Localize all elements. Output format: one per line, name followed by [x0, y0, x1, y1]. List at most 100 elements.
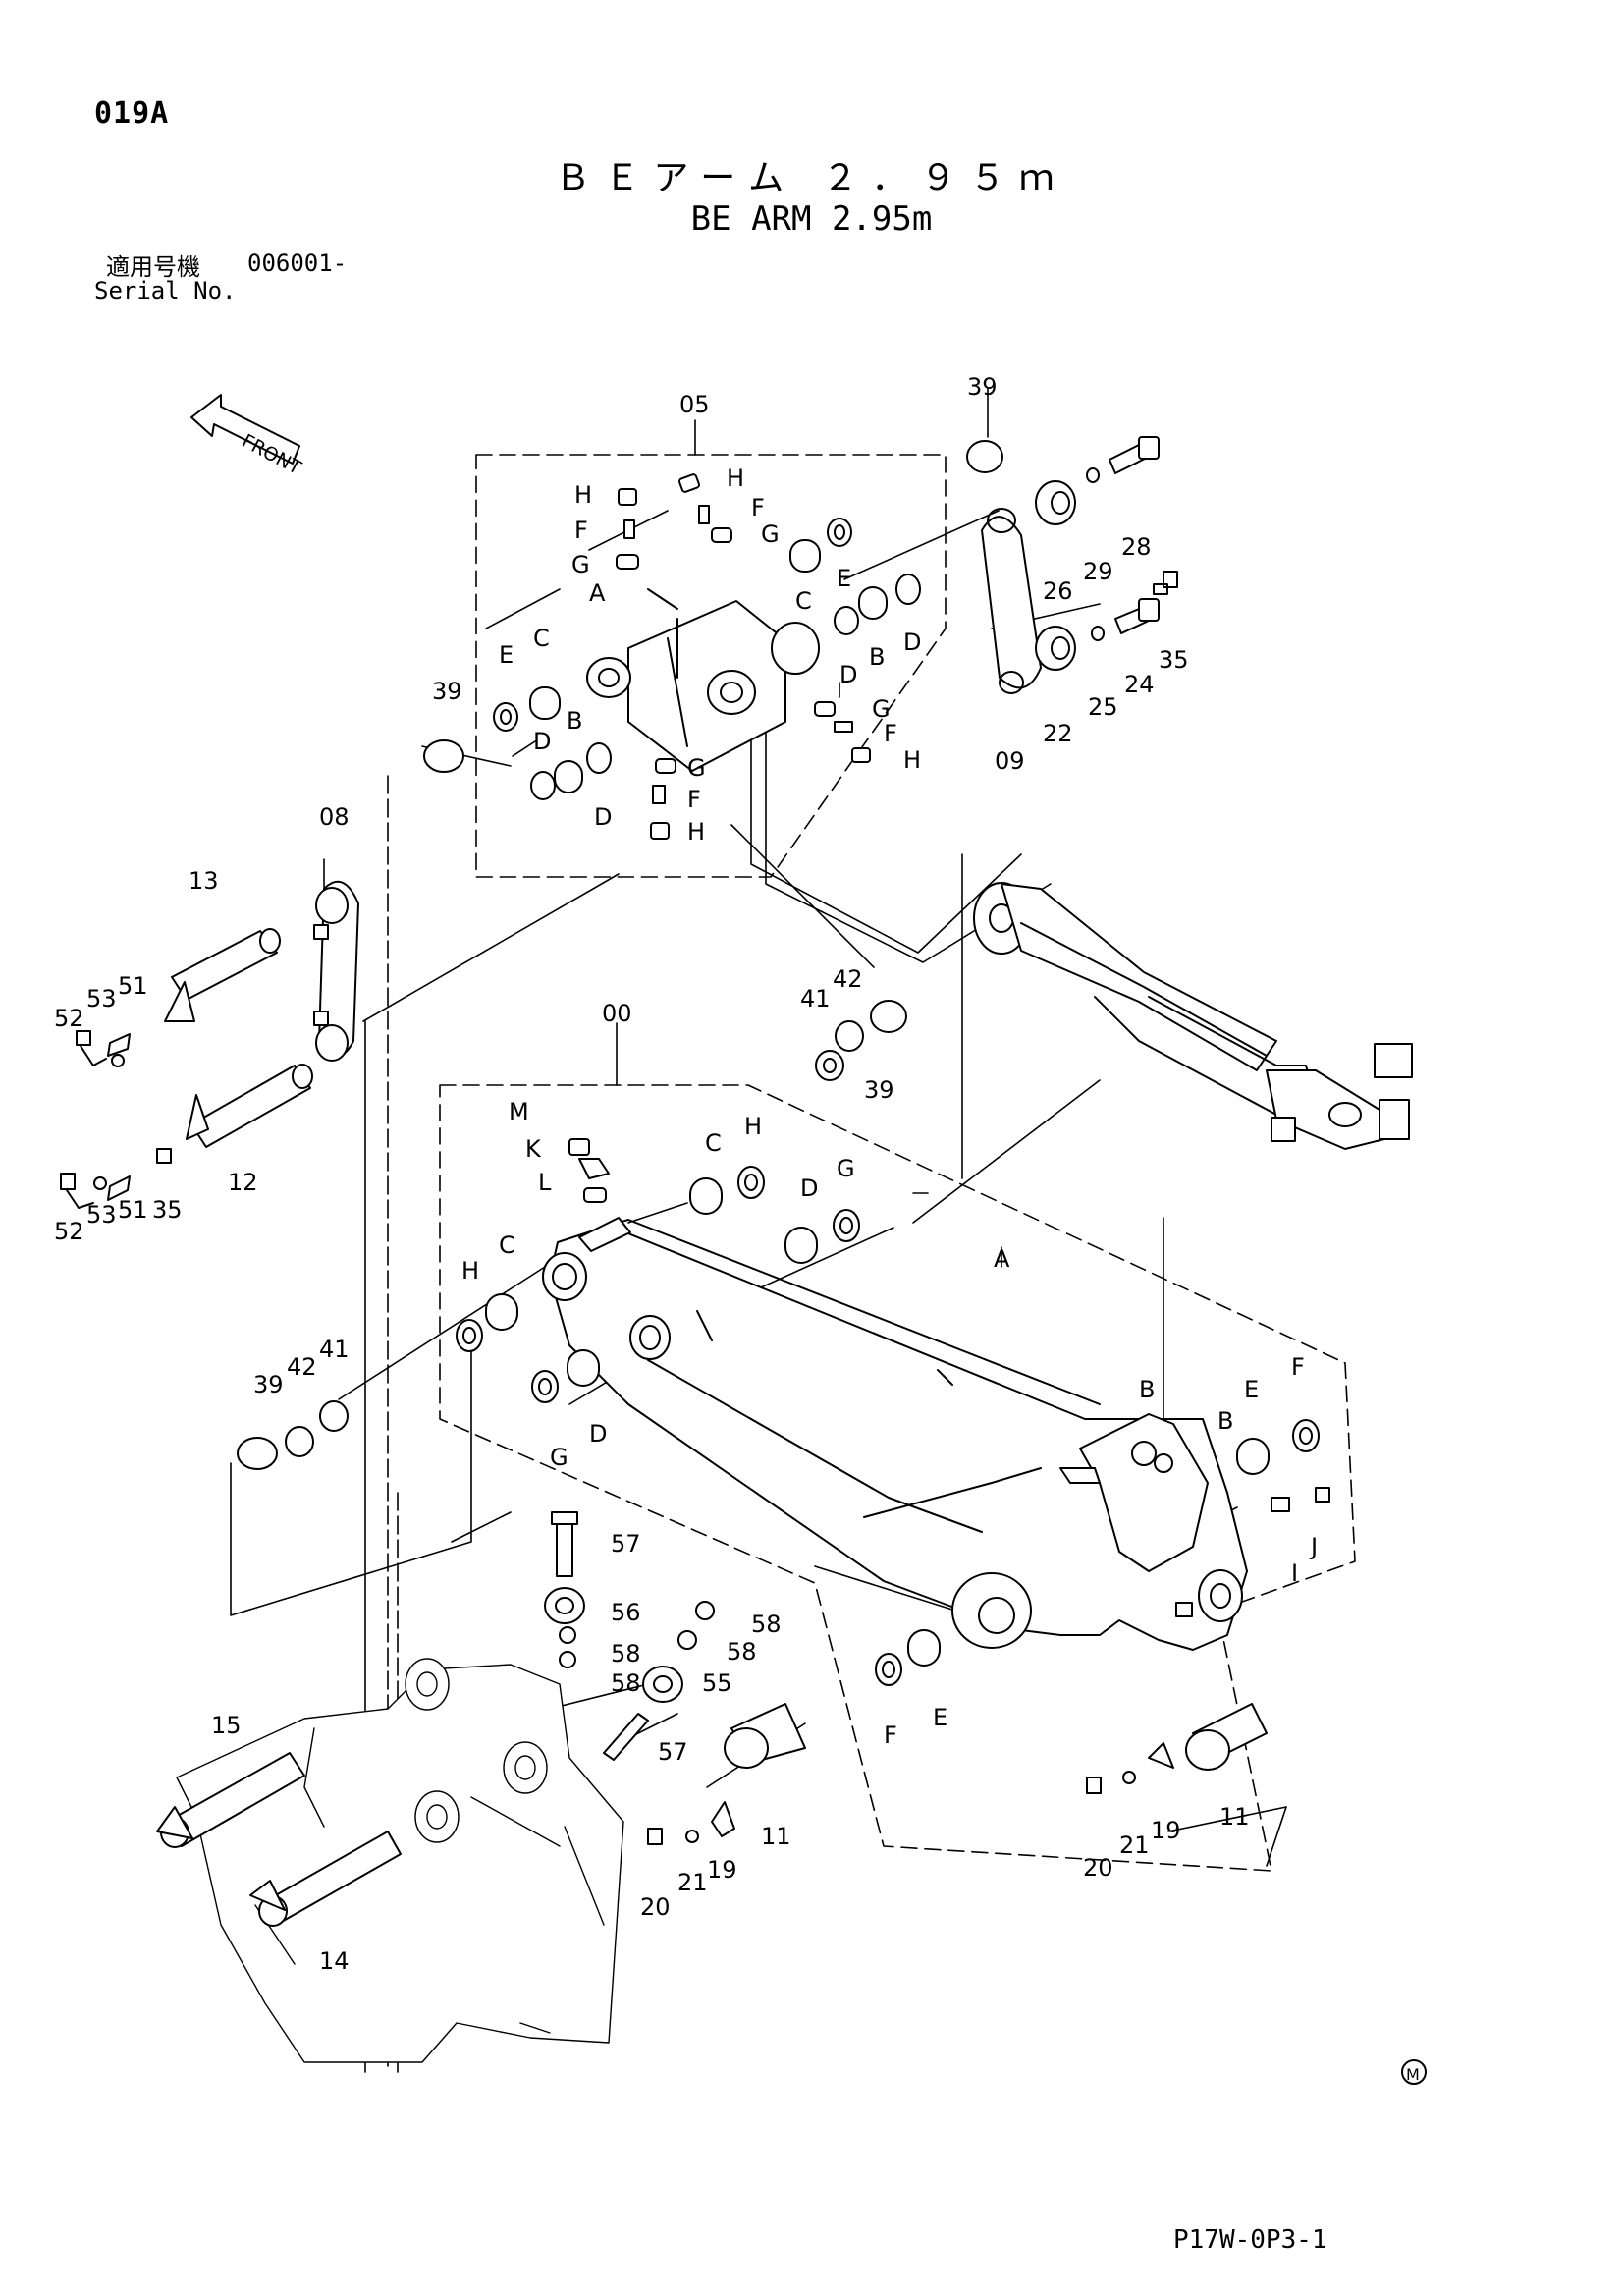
letter-label: F	[574, 517, 588, 544]
letter-label: E	[1244, 1376, 1259, 1403]
page-code: 019A	[94, 96, 170, 131]
callout-22: 22	[1043, 720, 1073, 747]
letter-label: D	[589, 1420, 607, 1448]
letter-label: D	[800, 1175, 818, 1202]
callout-58: 58	[611, 1669, 641, 1697]
callout-21: 21	[677, 1869, 708, 1896]
letter-label: F	[884, 720, 897, 747]
callout-14: 14	[319, 1947, 350, 1975]
letter-label: D	[533, 728, 551, 755]
letter-label: F	[687, 786, 701, 813]
callout-53: 53	[86, 1201, 117, 1229]
letter-label: F	[751, 494, 765, 521]
callout-08: 08	[319, 803, 350, 831]
bucket-pins	[156, 1703, 1268, 1927]
grease-fittings-05	[616, 473, 871, 840]
callout-12: 12	[228, 1169, 258, 1196]
assembly-box-05	[475, 454, 947, 878]
letter-label: H	[727, 465, 744, 492]
letter-label: G	[571, 551, 590, 578]
callout-51: 51	[118, 1196, 148, 1224]
letter-label: D	[594, 803, 612, 831]
callout-21: 21	[1119, 1831, 1150, 1859]
callout-15: 15	[211, 1712, 242, 1739]
letter-label: B	[869, 643, 885, 671]
callout-35: 35	[1159, 646, 1189, 674]
front-arrow-icon: FRONT	[190, 394, 305, 479]
callout-09: 09	[995, 747, 1025, 775]
letter-label: B	[1217, 1407, 1233, 1435]
callout-39: 39	[967, 373, 998, 401]
letter-label: A	[589, 579, 606, 607]
callout-35: 35	[152, 1196, 183, 1224]
letter-label: E	[499, 641, 514, 669]
callout-11: 11	[761, 1823, 791, 1850]
callout-20: 20	[640, 1893, 671, 1921]
letter-label: M	[509, 1098, 529, 1125]
callout-55: 55	[702, 1669, 732, 1697]
callout-56: 56	[611, 1599, 641, 1626]
letter-label: H	[687, 818, 705, 846]
callout-25: 25	[1088, 693, 1118, 721]
callout-39: 39	[432, 678, 462, 705]
link-09	[981, 508, 1042, 694]
callout-11: 11	[1219, 1803, 1250, 1831]
serial-label-japanese: 適用号機	[106, 253, 200, 281]
callout-58: 58	[751, 1611, 782, 1638]
drawing-number: P17W-0P3-1	[1173, 2225, 1327, 2255]
callout-28: 28	[1121, 533, 1152, 561]
link-assembly-05	[586, 588, 820, 772]
callout-53: 53	[86, 985, 117, 1012]
letter-label: H	[744, 1113, 762, 1140]
letter-label: C	[499, 1231, 515, 1259]
callout-00: 00	[602, 1000, 632, 1027]
letter-label: K	[525, 1135, 542, 1163]
callout-58: 58	[611, 1640, 641, 1667]
callout-41: 41	[319, 1336, 350, 1363]
letter-label: C	[533, 625, 550, 652]
callout-39: 39	[253, 1371, 284, 1398]
callout-19: 19	[707, 1856, 737, 1884]
callout-26: 26	[1043, 577, 1073, 605]
callout-24: 24	[1124, 671, 1155, 698]
callout-42: 42	[287, 1353, 317, 1381]
letter-label: L	[538, 1169, 552, 1196]
letter-label: H	[461, 1257, 479, 1285]
letter-label: H	[574, 481, 592, 509]
letter-label: F	[884, 1722, 897, 1749]
callout-41: 41	[800, 985, 831, 1012]
letter-label: G	[550, 1444, 568, 1471]
bearings-and-bolts-right	[1035, 436, 1178, 671]
bucket-cylinder	[973, 882, 1413, 1150]
letter-label: E	[837, 565, 851, 592]
arm-bushings	[285, 1020, 1330, 1686]
letter-label: A	[994, 1245, 1010, 1273]
serial-label-english: Serial No.	[94, 277, 237, 304]
letter-label: F	[1291, 1353, 1305, 1381]
letter-label: C	[705, 1129, 722, 1157]
m-mark-icon: M	[1401, 2059, 1427, 2085]
bushings-and-seals	[493, 518, 921, 800]
letter-label: I	[1291, 1559, 1298, 1587]
letter-label: H	[903, 746, 921, 774]
callout-51: 51	[118, 972, 148, 1000]
callout-57: 57	[658, 1738, 688, 1766]
serial-number-value: 006001-	[247, 249, 348, 277]
side-link-hardware	[544, 1511, 715, 1761]
callout-57: 57	[611, 1530, 641, 1558]
svg-text:M: M	[1406, 2065, 1420, 2084]
letter-label: G	[872, 695, 891, 723]
letter-label: E	[933, 1704, 947, 1731]
callout-19: 19	[1151, 1817, 1181, 1844]
letter-label: D	[903, 629, 921, 656]
part-number-callouts: 05 39 39 39 39 28 29 26 35 24 25 22 09 0…	[54, 373, 1250, 1975]
callout-52: 52	[54, 1005, 84, 1032]
callout-58: 58	[727, 1638, 757, 1666]
letter-label: B	[567, 707, 582, 735]
letter-label: G	[837, 1155, 855, 1182]
letter-label: D	[839, 661, 857, 688]
letter-label: G	[761, 520, 780, 548]
callout-20: 20	[1083, 1854, 1113, 1882]
snap-ring-icons	[237, 440, 1003, 1470]
